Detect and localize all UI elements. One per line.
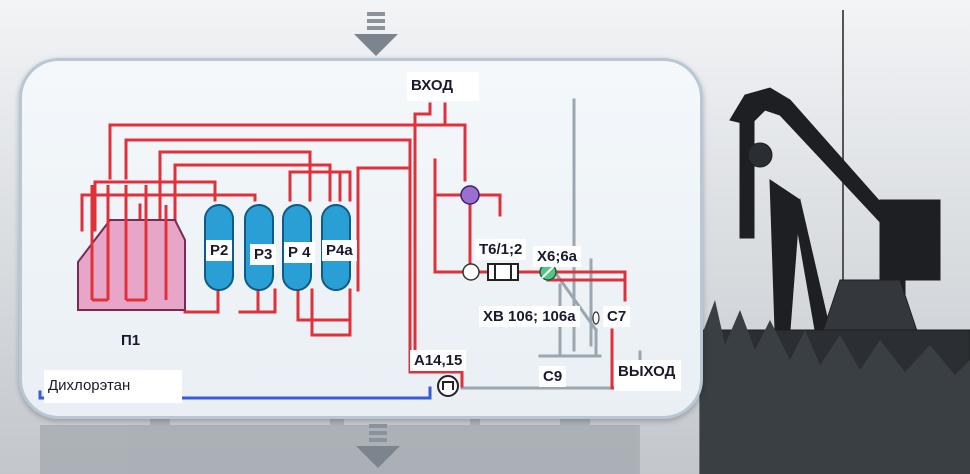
- cooler-label: Х6;6а: [533, 246, 582, 267]
- chevron-down-icon: [354, 12, 398, 56]
- vessel-r3-label: Р3: [250, 244, 277, 265]
- reactor-p1: [77, 185, 186, 311]
- chevron-down-icon: [356, 424, 400, 468]
- dichloroethane-label: Дихлорэтан: [44, 370, 183, 403]
- red-pipes: [80, 102, 642, 390]
- input-label: ВХОД: [407, 72, 480, 101]
- filters-label: ХВ 106; 106а: [479, 306, 580, 327]
- reactor-p1-label: П1: [121, 332, 141, 349]
- pump-a14-label: А14,15: [410, 350, 467, 371]
- heat-exchanger-label: Т6/1;2: [475, 239, 527, 260]
- column-c7-label: С7: [603, 306, 631, 327]
- pump-icon: [462, 263, 480, 281]
- vessel-r2-label: Р2: [206, 240, 233, 261]
- separator-icon: [592, 311, 600, 325]
- column-c9-label: С9: [539, 366, 567, 387]
- heat-exchanger-t6: [487, 263, 519, 281]
- vessel-r4a-label: Р4а: [322, 240, 357, 261]
- pump-a14: [437, 375, 459, 397]
- vessel-r4-label: Р 4: [284, 242, 315, 263]
- output-label: ВЫХОД: [614, 360, 682, 391]
- cooler-x6: [539, 263, 557, 281]
- mixing-valve-icon: [460, 185, 480, 205]
